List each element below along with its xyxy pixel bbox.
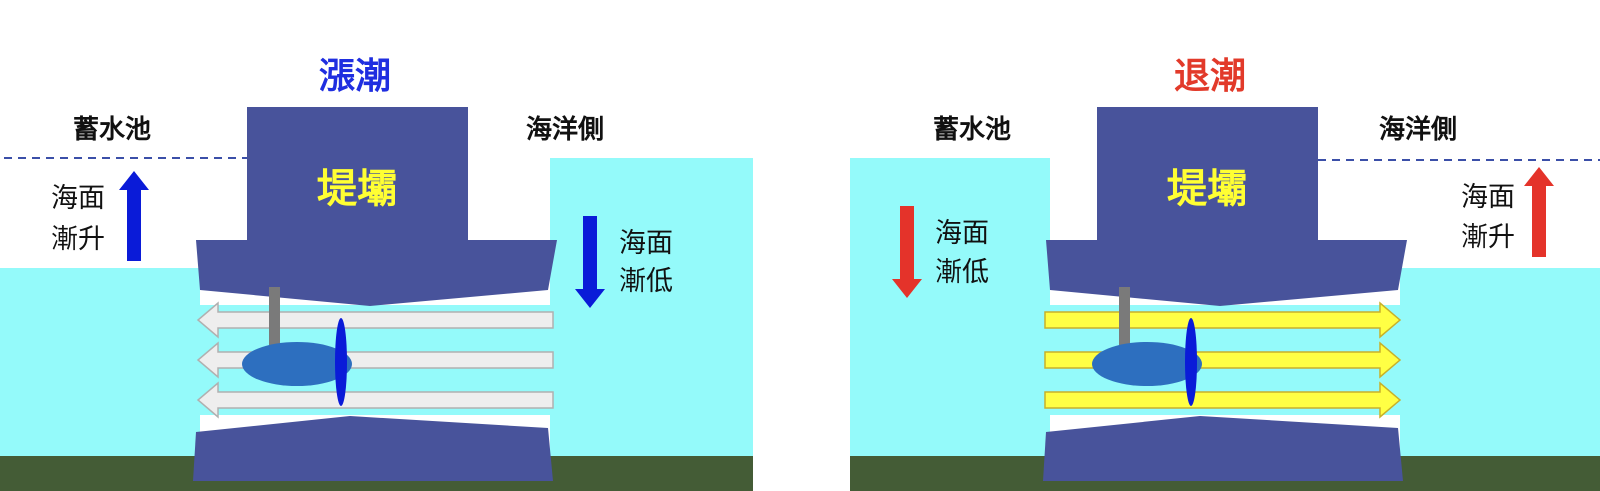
rising-arrow-icon: [119, 171, 149, 261]
ocean-water: [550, 158, 753, 456]
ebb-tide-title: 退潮: [1174, 56, 1246, 97]
reservoir-label: 蓄水池: [933, 115, 1011, 145]
dam-label: 堤壩: [317, 166, 397, 212]
ocean-note-line1: 海面: [619, 228, 673, 259]
reservoir-label: 蓄水池: [73, 115, 151, 145]
dam-upper-body: [1046, 107, 1407, 306]
ebb-tide-panel: 退潮 蓄水池 海洋側 堤壩 海面 漸低 海面 漸升: [850, 56, 1600, 491]
flow-arrow: [196, 301, 554, 339]
turbine-blade: [335, 318, 347, 406]
turbine-body: [1092, 342, 1202, 386]
dam-lower-body: [1043, 416, 1403, 481]
ocean-water: [1400, 268, 1600, 456]
flood-tide-title: 漲潮: [319, 56, 391, 97]
flow-arrow: [196, 381, 554, 419]
ocean-label: 海洋側: [1379, 114, 1457, 145]
flow-arrow: [1044, 381, 1402, 419]
water-flow-arrows: [196, 301, 554, 419]
turbine-body: [242, 342, 352, 386]
turbine-blade: [1185, 318, 1197, 406]
reservoir-water: [850, 158, 1050, 456]
dam-label: 堤壩: [1167, 166, 1247, 212]
reservoir-note-line1: 海面: [51, 183, 105, 214]
falling-arrow-icon: [575, 216, 605, 308]
rising-arrow-icon: [1524, 167, 1554, 257]
dam-upper-body: [196, 107, 557, 306]
falling-arrow-icon: [892, 206, 922, 298]
ocean-note-line1: 海面: [1461, 182, 1515, 213]
reservoir-note-line2: 漸低: [935, 257, 989, 288]
reservoir-water: [0, 268, 200, 456]
turbine-shaft: [269, 287, 280, 347]
ocean-label: 海洋側: [526, 114, 604, 145]
ocean-note-line2: 漸升: [1461, 222, 1515, 253]
reservoir-note-line1: 海面: [935, 218, 989, 249]
turbine-shaft: [1119, 287, 1130, 347]
flood-tide-panel: 漲潮 蓄水池 海洋側 堤壩 海面 漸升 海面 漸低: [0, 56, 753, 491]
flow-arrow: [1044, 301, 1402, 339]
dam-lower-body: [193, 416, 553, 481]
ocean-note-line2: 漸低: [619, 266, 673, 297]
flow-arrow: [196, 341, 554, 379]
reservoir-note-line2: 漸升: [51, 224, 105, 255]
